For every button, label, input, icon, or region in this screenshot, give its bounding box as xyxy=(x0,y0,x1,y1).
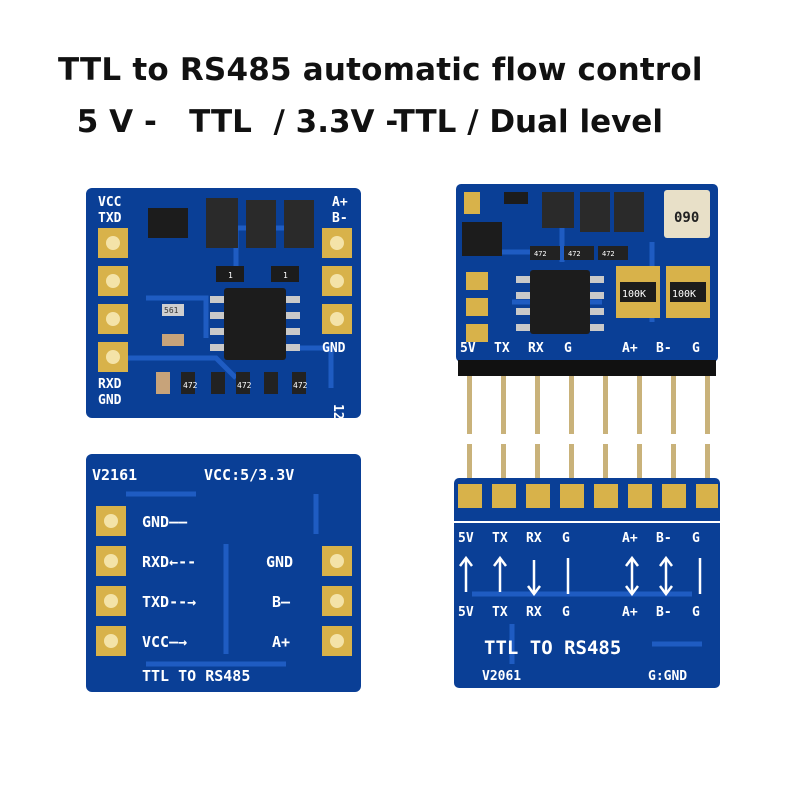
br-pin-5v: 5V xyxy=(458,531,474,546)
br-footer: TTL TO RS485 xyxy=(484,637,621,659)
label-txd: TXD xyxy=(98,211,122,226)
resistor-100k-b xyxy=(670,282,706,302)
br-bottom-5v: 5V xyxy=(458,605,474,620)
mark-472b: 472 xyxy=(237,381,252,390)
pin-header xyxy=(458,360,716,376)
label-120: 120 xyxy=(330,404,345,418)
br-pin-b: B- xyxy=(656,531,672,546)
vcc-note: VCC:5/3.3V xyxy=(204,466,294,484)
br-pin-tx: TX xyxy=(492,531,508,546)
signal-arrows xyxy=(459,555,702,597)
label-rxd: RXD xyxy=(98,377,122,392)
br-model: V2061 xyxy=(482,669,521,684)
tr-pin-g: G xyxy=(564,341,572,356)
br-bottom-g2: G xyxy=(692,605,700,620)
board-top-right-photo: 090 472 472 472 100K 100K 5V TX RX G A+ … xyxy=(456,184,718,434)
chip-mark-1: 472 xyxy=(534,250,547,258)
left-row-rxd: RXD←-- xyxy=(142,553,196,571)
mark-r1: 1 xyxy=(228,271,233,280)
left-row-gnd: GND—— xyxy=(142,513,188,531)
tr-pin-g2: G xyxy=(692,341,700,356)
pot-mark: 090 xyxy=(674,210,699,226)
label-a-plus: A+ xyxy=(332,195,348,210)
br-bottom-g: G xyxy=(562,605,570,620)
tr-pin-rx: RX xyxy=(528,341,544,356)
br-bottom-rx: RX xyxy=(526,605,542,620)
footer-label: TTL TO RS485 xyxy=(142,667,250,685)
right-row-gnd: GND xyxy=(266,553,293,571)
label-gnd-left: GND xyxy=(98,393,122,408)
label-vcc: VCC xyxy=(98,195,121,210)
tr-pin-b: B- xyxy=(656,341,672,356)
br-pin-g: G xyxy=(562,531,570,546)
ic-chip xyxy=(530,270,590,334)
mark-r2: 1 xyxy=(283,271,288,280)
br-pin-a: A+ xyxy=(622,531,638,546)
board-bottom-right-photo: 5V TX RX G A+ B- G 5V TX RX G A+ B- G TT… xyxy=(454,444,720,688)
transistor xyxy=(148,208,188,238)
br-pin-g2: G xyxy=(692,531,700,546)
pcb-body xyxy=(454,478,720,688)
chip-mark-3: 472 xyxy=(602,250,615,258)
title-line-1: TTL to RS485 automatic flow control xyxy=(58,52,703,88)
capacitor-1 xyxy=(206,198,238,248)
board-top-left-photo: VCC TXD RXD GND A+ B- GND 120 1 1 561 47… xyxy=(86,188,361,418)
right-row-a: A+ xyxy=(272,633,290,651)
label-gnd-right: GND xyxy=(322,341,346,356)
br-bottom-b: B- xyxy=(656,605,672,620)
mark-472a: 472 xyxy=(183,381,198,390)
left-row-txd: TXD--→ xyxy=(142,593,196,611)
right-row-b: B– xyxy=(272,593,291,611)
br-pin-rx: RX xyxy=(526,531,542,546)
label-b-minus: B- xyxy=(332,211,348,226)
br-bottom-tx: TX xyxy=(492,605,508,620)
capacitor-3 xyxy=(284,200,314,248)
title-line-2: 5 V - TTL / 3.3V -TTL / Dual level xyxy=(66,104,663,140)
mark-472c: 472 xyxy=(293,381,308,390)
capacitor-2 xyxy=(246,200,276,248)
tr-pin-tx: TX xyxy=(494,341,510,356)
tr-pin-a: A+ xyxy=(622,341,638,356)
board-bottom-left-photo: V2161 VCC:5/3.3V GND—— RXD←-- TXD--→ VCC… xyxy=(86,454,361,692)
res-a-mark: 100K xyxy=(622,289,646,300)
model-label: V2161 xyxy=(92,466,137,484)
br-bottom-a: A+ xyxy=(622,605,638,620)
tr-pin-5v: 5V xyxy=(460,341,476,356)
resistor-100k-a xyxy=(620,282,656,302)
left-row-vcc: VCC—→ xyxy=(142,633,187,651)
potentiometer xyxy=(664,190,710,238)
res-b-mark: 100K xyxy=(672,289,696,300)
mark-cap: 561 xyxy=(164,306,179,315)
chip-mark-2: 472 xyxy=(568,250,581,258)
ic-chip xyxy=(224,288,286,360)
br-gnd-note: G:GND xyxy=(648,669,687,684)
